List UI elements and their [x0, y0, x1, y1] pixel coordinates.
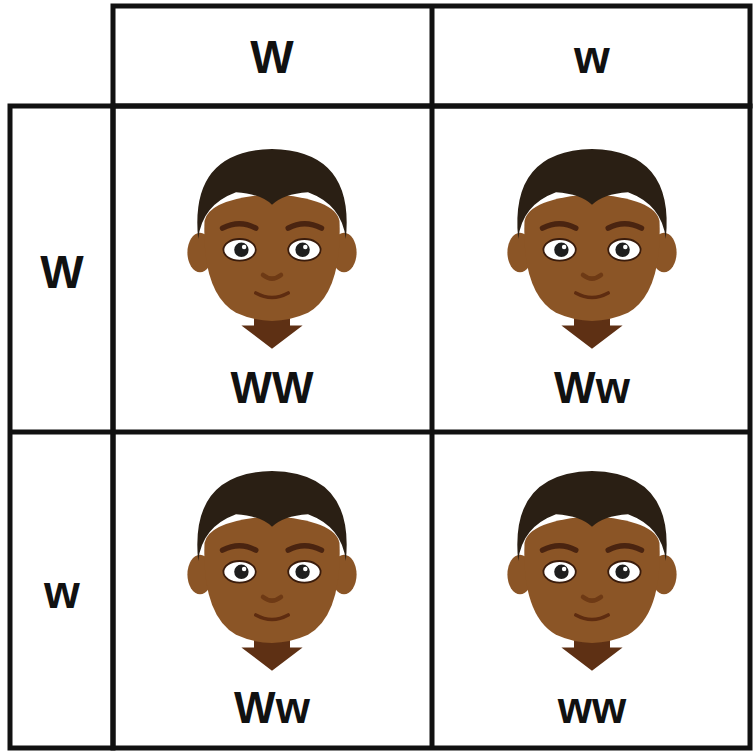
child-face: [507, 149, 676, 349]
allele-header: w: [44, 569, 80, 615]
child-face: [187, 471, 356, 671]
genotype-label: ww: [558, 686, 626, 730]
allele-header: W: [40, 249, 83, 295]
genotype-label: Ww: [554, 366, 630, 410]
allele-header: W: [250, 34, 293, 80]
child-face: [507, 471, 676, 671]
genotype-label: Ww: [234, 686, 310, 730]
allele-header: w: [574, 34, 610, 80]
genotype-label: WW: [230, 366, 313, 410]
child-face: [187, 149, 356, 349]
